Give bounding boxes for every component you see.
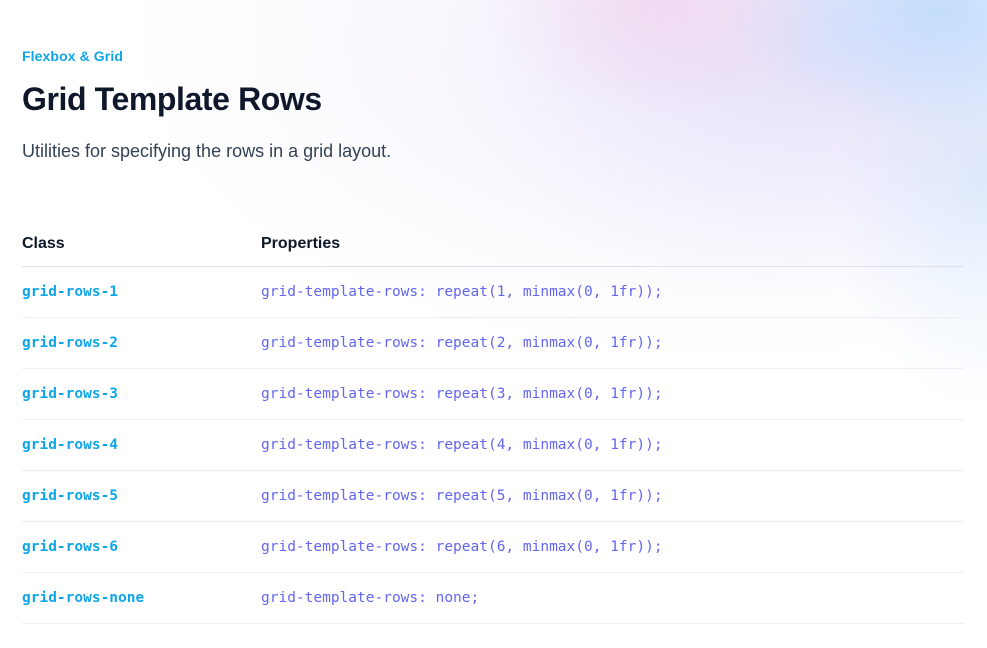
class-reference-table: Class Properties grid-rows-1 grid-templa… xyxy=(22,234,963,624)
properties-cell: grid-template-rows: repeat(6, minmax(0, … xyxy=(261,521,963,573)
properties-cell: grid-template-rows: repeat(3, minmax(0, … xyxy=(261,368,963,420)
table-row: grid-rows-2 grid-template-rows: repeat(2… xyxy=(22,317,963,369)
table-row: grid-rows-3 grid-template-rows: repeat(3… xyxy=(22,368,963,420)
class-cell: grid-rows-6 xyxy=(22,521,261,573)
properties-cell: grid-template-rows: none; xyxy=(261,572,963,624)
class-cell: grid-rows-none xyxy=(22,572,261,624)
class-cell: grid-rows-1 xyxy=(22,266,261,318)
properties-cell: grid-template-rows: repeat(1, minmax(0, … xyxy=(261,266,963,318)
properties-cell: grid-template-rows: repeat(2, minmax(0, … xyxy=(261,317,963,369)
category-label: Flexbox & Grid xyxy=(22,48,123,64)
main-content: Flexbox & Grid Grid Template Rows Utilit… xyxy=(22,46,963,624)
class-cell: grid-rows-4 xyxy=(22,419,261,471)
column-header-class: Class xyxy=(22,234,261,267)
table-head: Class Properties xyxy=(22,234,963,267)
table-row: grid-rows-none grid-template-rows: none; xyxy=(22,572,963,624)
class-cell: grid-rows-5 xyxy=(22,470,261,522)
table-row: grid-rows-1 grid-template-rows: repeat(1… xyxy=(22,266,963,318)
page-title: Grid Template Rows xyxy=(22,81,322,117)
class-cell: grid-rows-3 xyxy=(22,368,261,420)
table-body: grid-rows-1 grid-template-rows: repeat(1… xyxy=(22,266,963,624)
properties-cell: grid-template-rows: repeat(4, minmax(0, … xyxy=(261,419,963,471)
class-cell: grid-rows-2 xyxy=(22,317,261,369)
page-description: Utilities for specifying the rows in a g… xyxy=(22,141,392,161)
column-header-properties: Properties xyxy=(261,234,963,267)
page-header: Flexbox & Grid Grid Template Rows Utilit… xyxy=(22,46,963,163)
table-row: grid-rows-6 grid-template-rows: repeat(6… xyxy=(22,521,963,573)
table-row: grid-rows-5 grid-template-rows: repeat(5… xyxy=(22,470,963,522)
properties-cell: grid-template-rows: repeat(5, minmax(0, … xyxy=(261,470,963,522)
table-row: grid-rows-4 grid-template-rows: repeat(4… xyxy=(22,419,963,471)
